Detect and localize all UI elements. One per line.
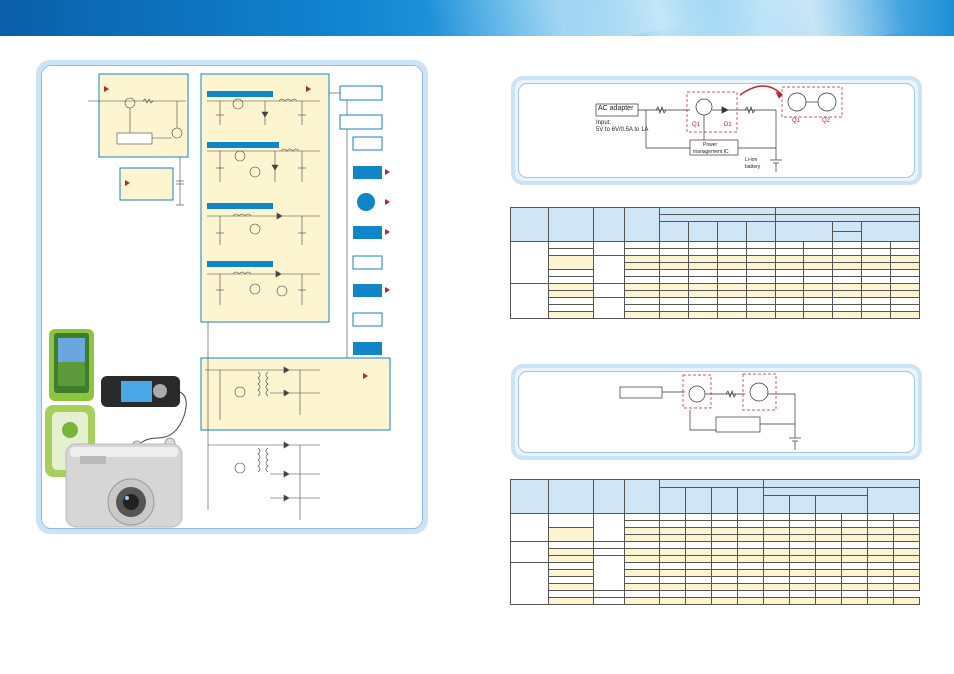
q2-label: Q2 bbox=[822, 118, 831, 124]
input-label: Input: bbox=[596, 120, 612, 126]
spec-table-2 bbox=[510, 479, 920, 605]
pmic-label-line2: management IC bbox=[693, 149, 729, 155]
q1-alt-label: Q1 bbox=[792, 118, 801, 124]
header-banner bbox=[0, 0, 954, 36]
arrow-icon bbox=[385, 229, 390, 235]
arrow-icon bbox=[125, 180, 130, 186]
figure-charging-circuit-2 bbox=[511, 364, 922, 460]
pmic-label-line1: Power bbox=[703, 142, 718, 148]
q1-label: Q1 bbox=[692, 122, 701, 128]
d1-label: D1 bbox=[724, 122, 732, 128]
arrow-icon bbox=[306, 86, 311, 92]
arrow-icon bbox=[104, 86, 109, 92]
arrow-icon bbox=[363, 373, 368, 379]
ac-adapter-label: AC adapter bbox=[598, 105, 634, 112]
figure-charging-circuit-1 bbox=[511, 76, 922, 185]
arrow-icon bbox=[385, 199, 390, 205]
spec-table-1 bbox=[510, 207, 920, 319]
arrow-icon bbox=[385, 287, 390, 293]
arrow-icon bbox=[385, 169, 390, 175]
battery-label-line1: Li-ion bbox=[745, 157, 758, 163]
digital-camera-image bbox=[65, 443, 183, 528]
battery-label-line2: battery bbox=[745, 164, 761, 170]
input-range-label: 5V to 6V/0.5A to 1A bbox=[596, 127, 649, 133]
